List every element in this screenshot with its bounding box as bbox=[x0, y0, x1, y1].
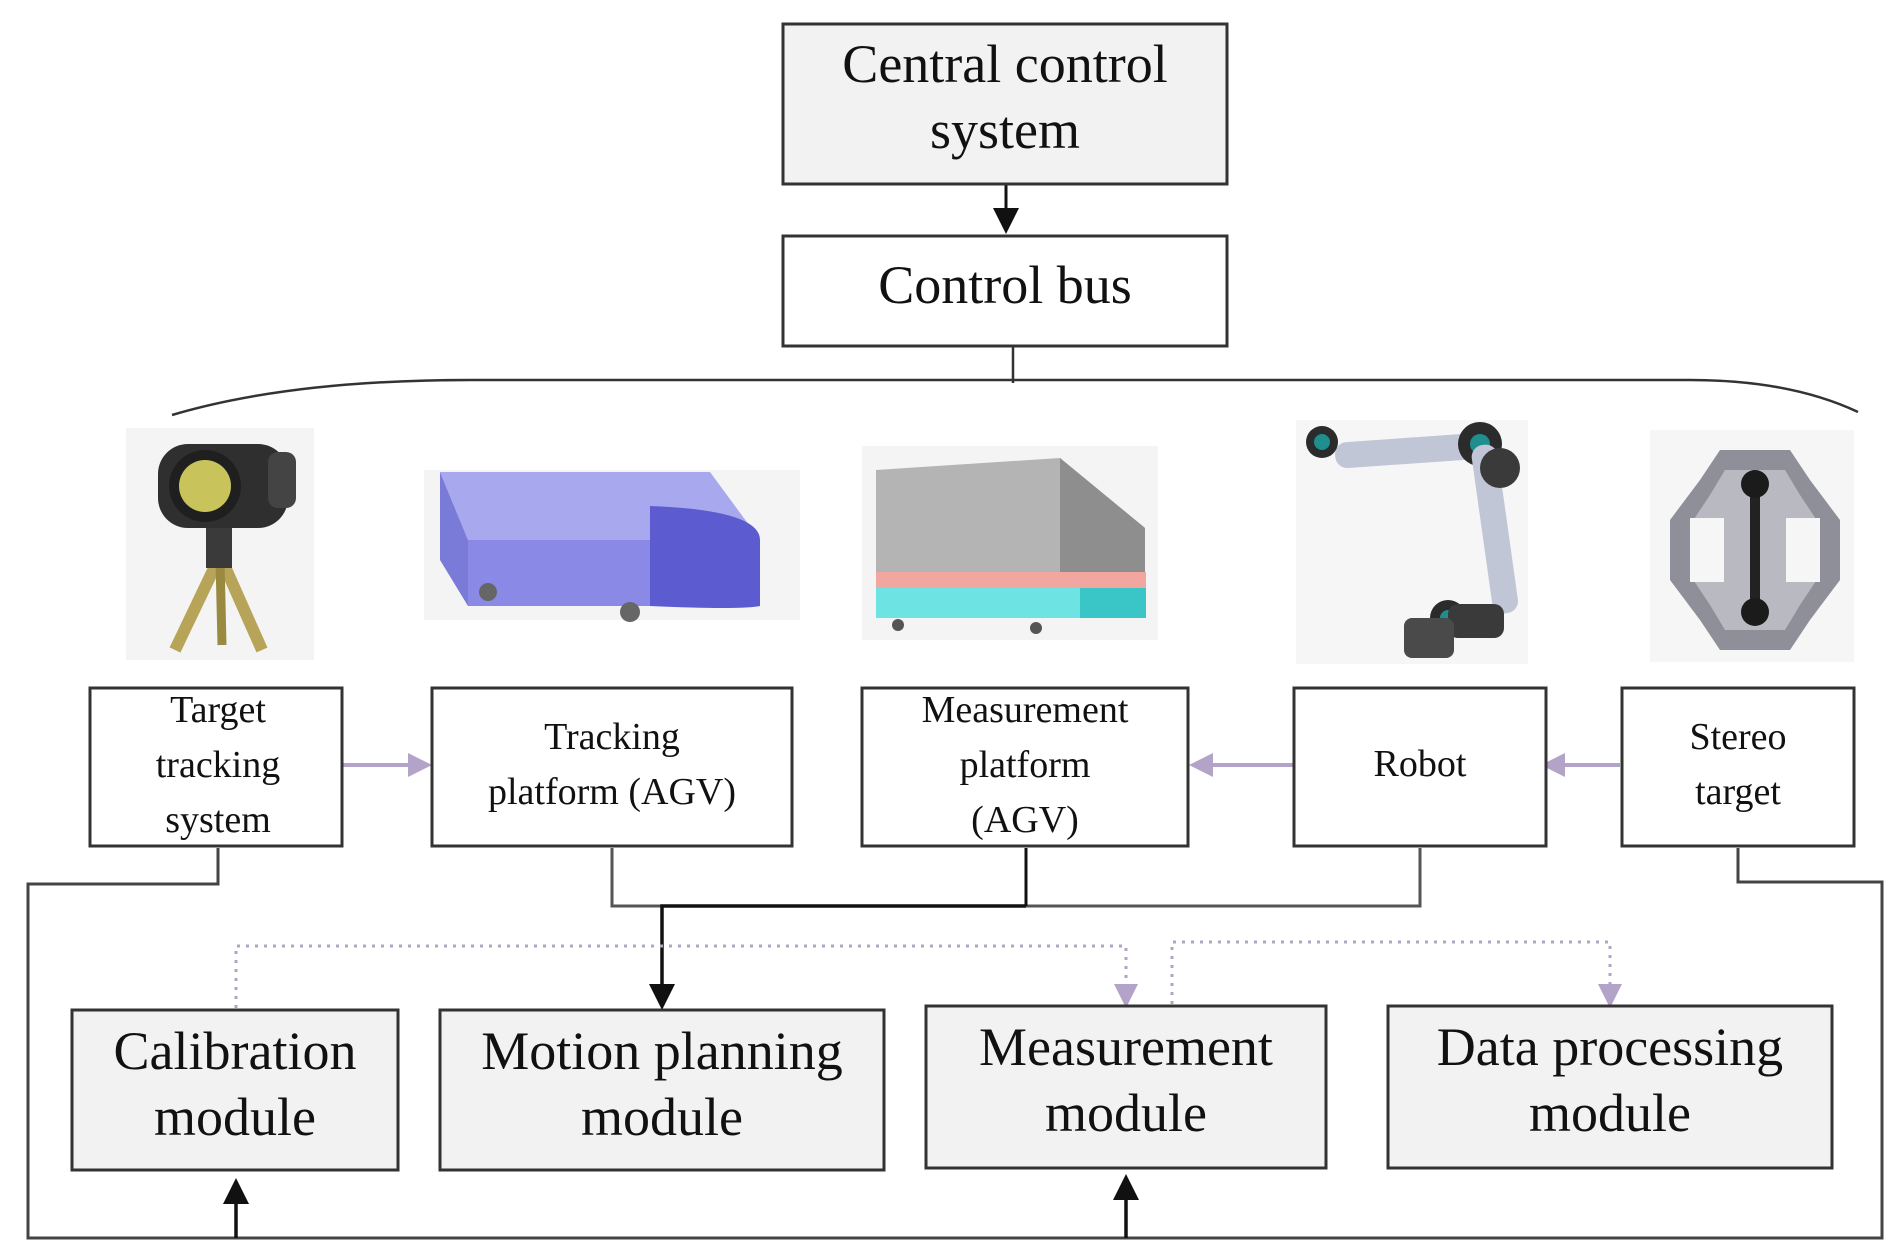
target-tracking-system-box: Target tracking system bbox=[88, 686, 344, 848]
label-line: Measurement bbox=[922, 689, 1129, 731]
dotted-measurement-to-data-processing bbox=[1170, 940, 1622, 1008]
label-line: Tracking bbox=[544, 716, 680, 758]
label-line: Calibration bbox=[114, 1021, 357, 1081]
label-line: target bbox=[1695, 771, 1781, 813]
label-line: Stereo bbox=[1689, 716, 1786, 758]
label-line: Robot bbox=[1374, 743, 1467, 785]
dotted-calibration-to-measurement bbox=[234, 944, 1138, 1008]
label-line: Target bbox=[170, 689, 266, 731]
label-line: (AGV) bbox=[971, 799, 1079, 841]
label-line: module bbox=[1045, 1083, 1207, 1143]
label-line: Data processing bbox=[1437, 1017, 1783, 1077]
stereo-target-label: Stereo target bbox=[1689, 716, 1786, 813]
label-line: platform bbox=[960, 744, 1091, 786]
outer-loop-left bbox=[26, 848, 1884, 1240]
label-line: Motion planning bbox=[481, 1021, 843, 1081]
label-line: system bbox=[165, 799, 271, 841]
target-tracking-system-label: Target tracking system bbox=[156, 689, 281, 841]
tracking-platform-box: Tracking platform (AGV) bbox=[430, 686, 794, 848]
label-line: system bbox=[930, 100, 1080, 160]
label-line: Measurement bbox=[979, 1017, 1273, 1077]
device-bracket-curve bbox=[171, 378, 1859, 417]
label-line: module bbox=[154, 1087, 316, 1147]
label-line: tracking bbox=[156, 744, 281, 786]
collector-to-motion-planning bbox=[649, 904, 1026, 1010]
stereo-target-box: Stereo target bbox=[1620, 686, 1856, 848]
label-line: Control bus bbox=[878, 255, 1132, 315]
laser-tracker-icon bbox=[126, 428, 314, 660]
measurement-platform-label: Measurement platform (AGV) bbox=[922, 689, 1129, 841]
tracking-platform-label: Tracking platform (AGV) bbox=[488, 716, 736, 813]
tracking-agv-icon bbox=[424, 470, 800, 622]
measurement-agv-icon bbox=[862, 446, 1158, 640]
robot-arm-icon bbox=[1296, 420, 1528, 664]
label-line: module bbox=[1529, 1083, 1691, 1143]
control-bus-label: Control bus bbox=[878, 255, 1132, 315]
label-line: Central control bbox=[842, 34, 1167, 94]
label-line: platform (AGV) bbox=[488, 771, 736, 813]
control-bus-box: Control bus bbox=[781, 234, 1229, 348]
platform-collector-line bbox=[610, 848, 1422, 908]
stereo-target-icon bbox=[1650, 430, 1854, 662]
measurement-platform-box: Measurement platform (AGV) bbox=[860, 686, 1190, 848]
label-line: module bbox=[581, 1087, 743, 1147]
robot-box: Robot bbox=[1292, 686, 1548, 848]
robot-label: Robot bbox=[1374, 743, 1467, 785]
